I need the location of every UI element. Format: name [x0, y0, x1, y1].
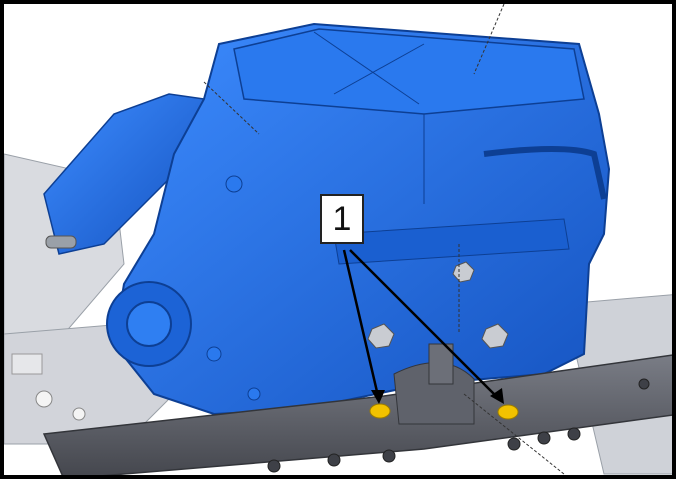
drive-unit-illustration — [4, 4, 672, 475]
callout-arrows — [342, 249, 504, 404]
leader-lines — [203, 4, 565, 475]
motor-mount-bracket — [43, 93, 205, 255]
yellow-mount-studs — [369, 403, 519, 420]
callout-arrow-right-icon — [349, 249, 499, 399]
callout-label: 1 — [320, 194, 364, 244]
callout-arrow-left-icon — [342, 249, 380, 397]
subframe-crossmember — [42, 343, 672, 475]
mount-stud-left — [369, 403, 391, 419]
mount-stud-right — [497, 404, 519, 420]
